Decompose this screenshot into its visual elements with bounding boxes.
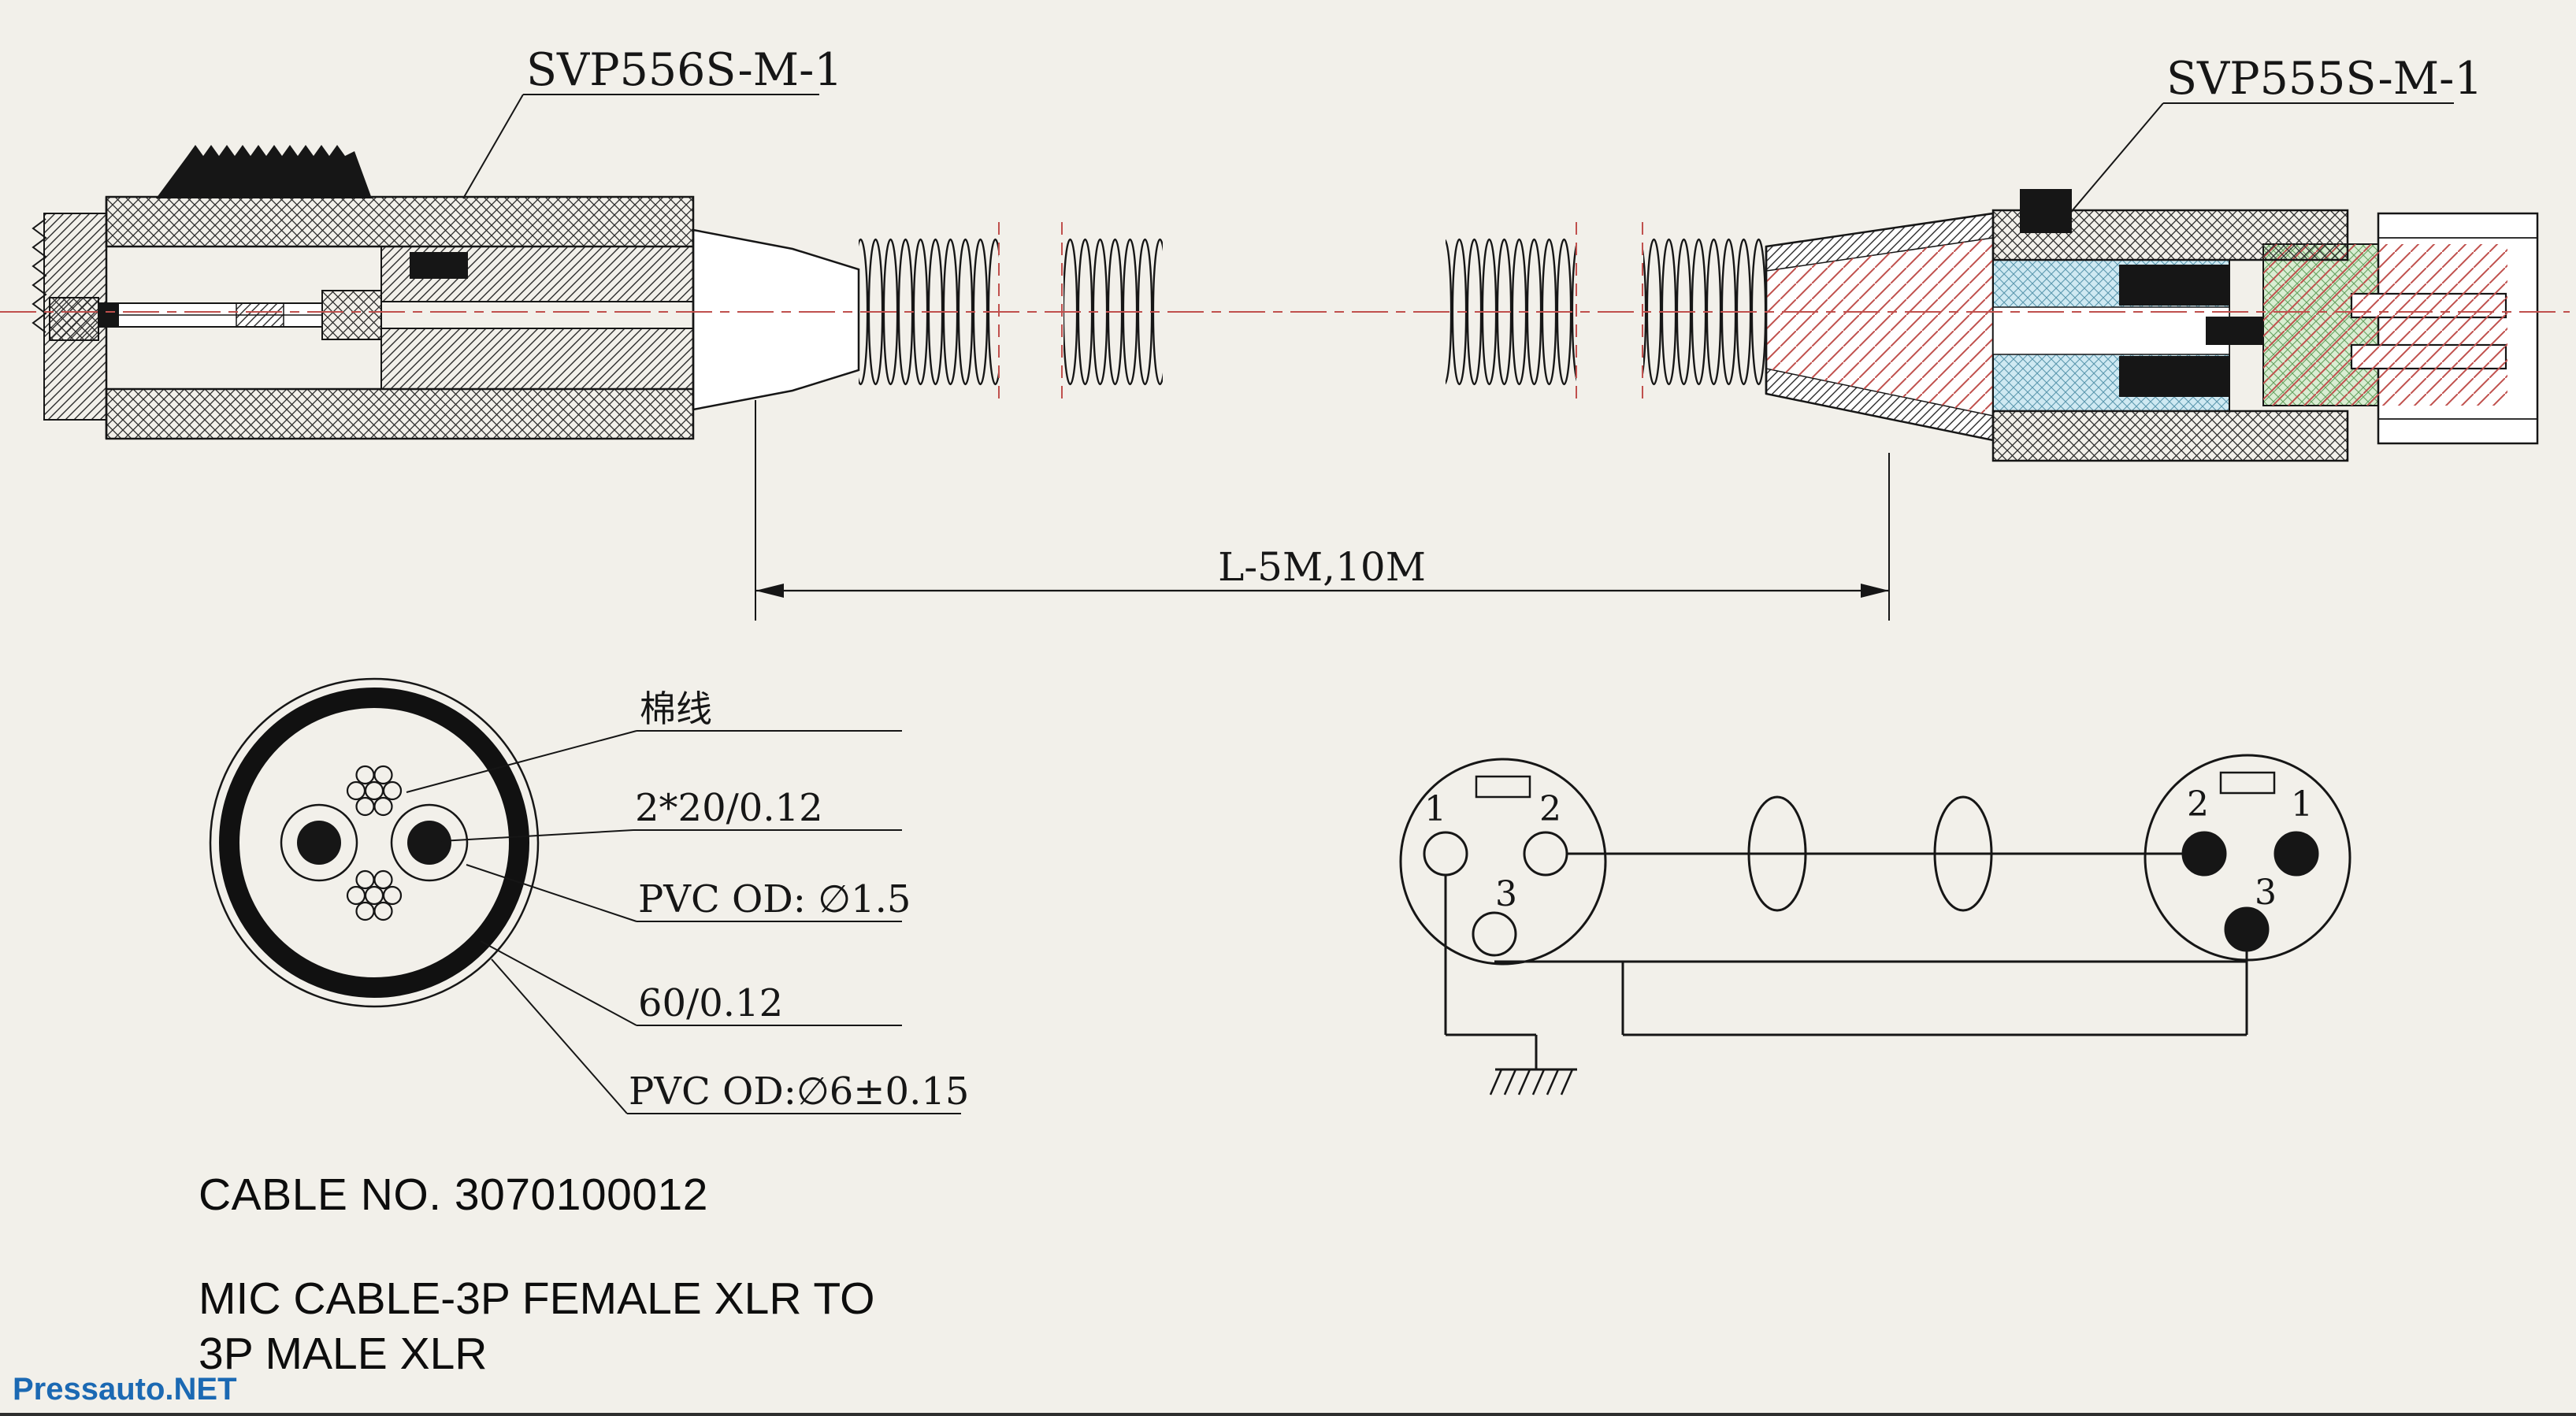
schematic-female-pin2 [1523, 831, 1568, 877]
dimension-arrow-right [1861, 584, 1889, 598]
female-pin1-number: 1 [1424, 789, 1446, 829]
male-shell-bottom-wall [1991, 410, 2349, 462]
female-face-insert [49, 297, 99, 341]
cable-number-text: CABLE NO. 3070100012 [199, 1169, 708, 1220]
cable-description-line1: MIC CABLE-3P FEMALE XLR TO [199, 1273, 875, 1324]
pinout-schematic: 1 2 3 2 1 3 [1399, 754, 2351, 1095]
schematic-female-face [1399, 758, 1607, 966]
callout-shield-label: 60/0.12 [638, 981, 783, 1025]
cable-description-line2: 3P MALE XLR [199, 1329, 488, 1379]
cable-description-text: MIC CABLE-3P FEMALE XLR TO 3P MALE XLR [199, 1271, 874, 1381]
length-dimension: L-5M,10M [755, 400, 1890, 621]
cotton-filler-top [346, 765, 403, 817]
schematic-male-pin1 [2273, 831, 2319, 877]
cable-cross-section [209, 677, 540, 1008]
female-shell-top-wall [105, 195, 695, 248]
female-shell-bottom-wall [105, 387, 695, 440]
female-insulator-lower [380, 328, 694, 390]
callout-shield-leader [480, 940, 637, 1026]
male-pin1-number: 1 [2291, 784, 2313, 825]
ground-symbol [1489, 1068, 1577, 1095]
schematic-female-pin3 [1472, 911, 1517, 957]
schematic-female-notch [1475, 775, 1531, 799]
male-pin-area-hatch [2263, 244, 2507, 406]
callout-jacket-label: PVC OD:∅6±0.15 [629, 1069, 969, 1114]
cross-section-callouts: 棉线 2*20/0.12 PVC OD: ∅1.5 60/0.12 PVC OD… [406, 688, 969, 1114]
twist-symbol [1933, 795, 1993, 912]
male-label-leader [2071, 102, 2164, 212]
female-pin2-number: 2 [1539, 789, 1561, 829]
cotton-filler-bottom [346, 869, 403, 921]
jacket-circle [209, 677, 540, 1008]
female-contact-crimp [321, 290, 382, 340]
female-xlr-connector-drawing [32, 145, 860, 440]
callout-jacket-leader [491, 958, 628, 1114]
image-bottom-edge [0, 1413, 2576, 1416]
schematic-male-notch [2219, 771, 2276, 795]
female-latch-serration [156, 145, 372, 198]
schematic-male-pin2 [2181, 831, 2227, 877]
male-pin3-number: 3 [2255, 873, 2277, 913]
shield-braid-ring [219, 688, 529, 998]
twist-symbol [1747, 795, 1807, 912]
male-contact-upper [2119, 265, 2229, 306]
watermark-text: Pressauto.NET [13, 1372, 237, 1407]
wire-pin3 [1494, 951, 2248, 1036]
wire-ground [1444, 875, 1538, 1069]
male-model-label: SVP555S-M-1 [2166, 53, 2483, 105]
length-dimension-label: L-5M,10M [1218, 544, 1426, 590]
callout-cotton-leader [406, 730, 637, 793]
schematic-female-pin1 [1423, 831, 1468, 877]
male-xlr-connector-drawing [1765, 189, 2539, 462]
callout-conductors-label: 2*20/0.12 [635, 786, 823, 830]
model-labels: SVP556S-M-1 SVP555S-M-1 [462, 44, 2483, 212]
female-solder-cup [410, 252, 468, 279]
female-model-label: SVP556S-M-1 [526, 44, 843, 96]
conductor-right-core [407, 821, 451, 865]
callout-insulation-leader [466, 864, 637, 922]
callout-insulation-label: PVC OD: ∅1.5 [638, 877, 911, 921]
male-contact-lower [2119, 356, 2229, 397]
female-label-leader [462, 94, 524, 199]
callout-cotton-label: 棉线 [640, 688, 712, 730]
schematic-male-pin3 [2224, 906, 2270, 952]
male-pin2-number: 2 [2187, 784, 2209, 825]
male-latch-catch [2020, 189, 2072, 233]
female-pin3-number: 3 [1495, 874, 1517, 914]
callout-conductors-leader [440, 829, 634, 842]
male-contact-channel [1992, 306, 2230, 355]
female-knurl-edge [32, 218, 47, 333]
female-boot [692, 228, 860, 411]
conductor-left-core [297, 821, 341, 865]
dimension-arrow-left [755, 584, 784, 598]
